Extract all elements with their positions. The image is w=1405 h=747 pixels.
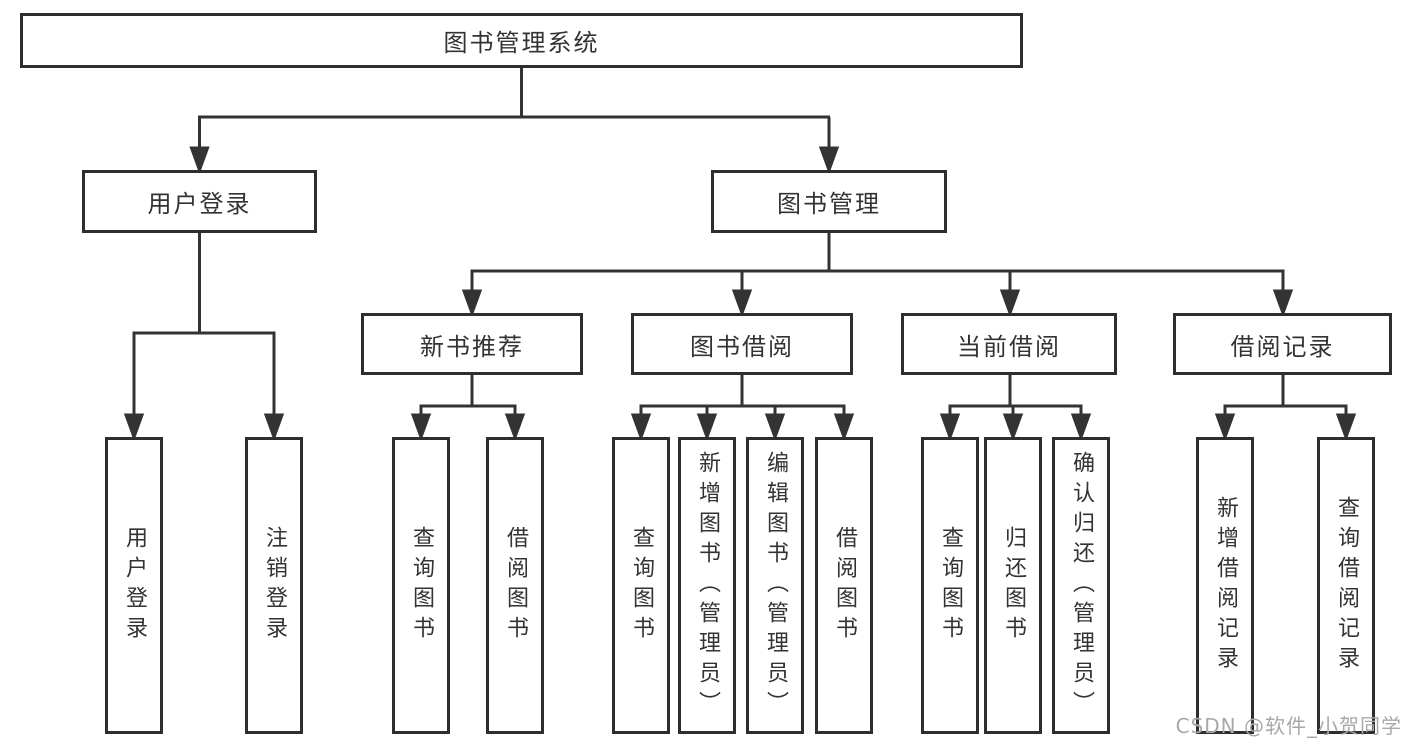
csdn-watermark: CSDN @软件_小贺同学	[1175, 714, 1402, 738]
leaf-query-books-recommend: 查询图书	[392, 437, 450, 734]
leaf-query-books-borrow: 查询图书	[612, 437, 670, 734]
node-root: 图书管理系统	[20, 13, 1023, 68]
leaf-edit-books-admin: 编辑图书（管理员）	[746, 437, 804, 734]
node-current-borrowing: 当前借阅	[901, 313, 1117, 375]
leaf-borrow-books-recommend: 借阅图书	[486, 437, 544, 734]
leaf-logout: 注销登录	[245, 437, 303, 734]
node-new-book-recommendation: 新书推荐	[361, 313, 583, 375]
node-book-borrowing: 图书借阅	[631, 313, 853, 375]
leaf-confirm-return-admin: 确认归还（管理员）	[1052, 437, 1110, 734]
node-book-management: 图书管理	[711, 170, 947, 233]
leaf-add-borrow-record: 新增借阅记录	[1196, 437, 1254, 734]
node-borrowing-records: 借阅记录	[1173, 313, 1392, 375]
leaf-user-login: 用户登录	[105, 437, 163, 734]
node-user-login: 用户登录	[82, 170, 317, 233]
leaf-borrow-books: 借阅图书	[815, 437, 873, 734]
leaf-query-borrow-record: 查询借阅记录	[1317, 437, 1375, 734]
leaf-query-books-current: 查询图书	[921, 437, 979, 734]
leaf-return-books: 归还图书	[984, 437, 1042, 734]
leaf-add-books-admin: 新增图书（管理员）	[678, 437, 736, 734]
